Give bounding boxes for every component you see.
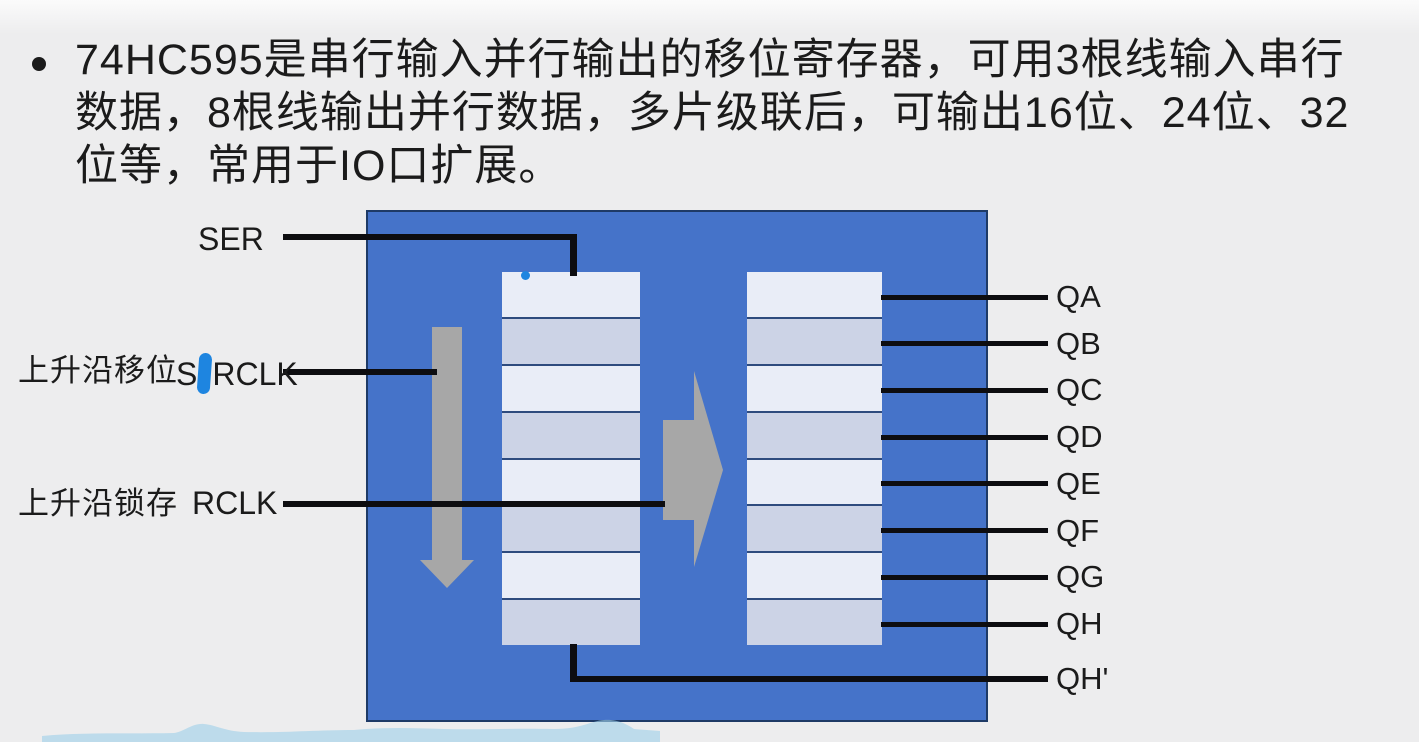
register-cell xyxy=(747,272,882,319)
output-wire xyxy=(881,481,1048,487)
blue-highlighter-squiggle-annotation xyxy=(42,719,660,742)
paragraph-line: 数据，8根线输出并行数据，多片级联后，可输出16位、24位、32 xyxy=(75,89,1350,137)
register-cell xyxy=(747,318,882,366)
latch-right-arrow-icon xyxy=(663,371,723,567)
register-cell xyxy=(502,412,640,460)
pin-label-qd: QD xyxy=(1056,419,1103,455)
ser-wire xyxy=(283,234,577,240)
output-wire xyxy=(881,387,1048,393)
srclk-wire xyxy=(283,369,437,375)
pin-label-qc: QC xyxy=(1056,372,1103,408)
register-cell xyxy=(747,600,882,645)
paragraph-line: 位等，常用于IO口扩展。 xyxy=(75,142,563,190)
output-wire xyxy=(881,574,1048,580)
register-cell xyxy=(502,365,640,413)
paragraph-line: 74HC595是串行输入并行输出的移位寄存器，可用3根线输入串行 xyxy=(75,36,1345,84)
blue-pen-stroke-annotation xyxy=(196,352,213,395)
output-wire xyxy=(881,294,1048,300)
description-paragraph: 74HC595是串行输入并行输出的移位寄存器，可用3根线输入串行 数据，8根线输… xyxy=(75,34,1410,193)
output-wire xyxy=(881,434,1048,440)
pin-label-qg: QG xyxy=(1056,559,1105,595)
register-cell xyxy=(502,459,640,507)
register-cell xyxy=(747,553,882,601)
output-wire xyxy=(881,621,1048,627)
pin-label-qh-cascade: QH' xyxy=(1056,661,1109,696)
pin-label-qe: QE xyxy=(1056,465,1101,501)
register-cell xyxy=(747,459,882,507)
pin-label-rclk: RCLK xyxy=(192,485,278,521)
pin-label-srclk: S RCLK xyxy=(176,352,298,395)
note-latch-on-rising-edge: 上升沿锁存 xyxy=(18,486,178,521)
output-wire xyxy=(881,341,1048,347)
pin-label-qb: QB xyxy=(1056,325,1101,361)
bullet-icon xyxy=(32,57,46,71)
pin-label-qf: QF xyxy=(1056,512,1100,548)
cascade-wire-drop xyxy=(570,644,577,682)
register-cell xyxy=(747,365,882,413)
pin-label-qa: QA xyxy=(1056,279,1101,314)
register-cell xyxy=(502,318,640,366)
note-shift-on-rising-edge: 上升沿移位 xyxy=(18,353,178,388)
rclk-wire xyxy=(283,501,665,507)
shift-down-arrow-icon xyxy=(420,327,474,588)
pin-label-qh: QH xyxy=(1056,606,1103,641)
top-gradient-strip xyxy=(0,0,1419,34)
cascade-wire xyxy=(570,676,1048,682)
register-cell xyxy=(502,600,640,645)
shift-register-stack xyxy=(502,272,640,645)
register-cell xyxy=(747,412,882,460)
register-cell xyxy=(502,553,640,601)
output-wire xyxy=(881,528,1048,533)
register-cell xyxy=(502,506,640,554)
pin-label-ser: SER xyxy=(198,221,264,257)
blue-pen-dot-annotation xyxy=(521,271,530,280)
srclk-suffix: RCLK xyxy=(212,355,298,392)
ser-wire-drop xyxy=(570,234,577,276)
register-cell xyxy=(747,506,882,554)
storage-register-stack xyxy=(747,272,882,645)
srclk-prefix: S xyxy=(176,355,198,392)
